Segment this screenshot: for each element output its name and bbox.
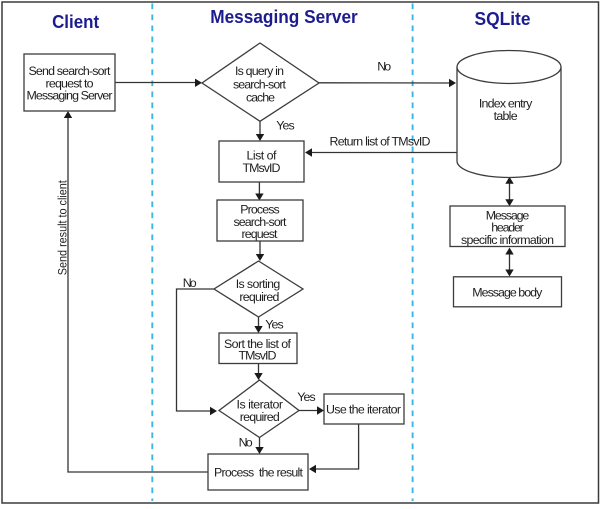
svg-text:Messaging Server: Messaging Server — [27, 89, 113, 103]
svg-text:No: No — [377, 60, 391, 74]
svg-text:required: required — [239, 290, 279, 304]
svg-text:Yes: Yes — [276, 119, 295, 133]
svg-text:Sort the list of: Sort the list of — [224, 337, 292, 351]
svg-text:Message body: Message body — [472, 285, 543, 299]
svg-text:specific information: specific information — [461, 233, 554, 247]
svg-text:cache: cache — [246, 90, 275, 104]
svg-text:Process: Process — [240, 202, 280, 216]
svg-text:search-sort: search-sort — [234, 215, 288, 229]
svg-text:Is query in: Is query in — [235, 64, 284, 78]
svg-text:Send search-sort: Send search-sort — [29, 64, 112, 78]
svg-text:Messaging Server: Messaging Server — [210, 7, 358, 27]
svg-text:No: No — [183, 276, 197, 290]
svg-text:Is sorting: Is sorting — [236, 277, 281, 291]
svg-text:Yes: Yes — [265, 318, 284, 332]
svg-text:Send result to client: Send result to client — [56, 180, 70, 275]
svg-text:header: header — [491, 220, 524, 234]
svg-text:request: request — [242, 227, 279, 241]
svg-text:Process the result: Process the result — [214, 465, 304, 479]
svg-text:Return list of TMsvID: Return list of TMsvID — [330, 135, 431, 149]
svg-text:No: No — [239, 435, 253, 449]
svg-text:Is iterator: Is iterator — [237, 398, 284, 412]
svg-text:search-sort: search-sort — [233, 78, 287, 92]
svg-text:Yes: Yes — [297, 390, 316, 404]
svg-text:required: required — [240, 410, 280, 424]
svg-text:Use the iterator: Use the iterator — [326, 403, 401, 417]
svg-text:TMsvID: TMsvID — [239, 348, 277, 362]
svg-text:Message: Message — [486, 209, 530, 223]
svg-text:SQLite: SQLite — [475, 9, 531, 29]
svg-text:table: table — [494, 109, 518, 123]
svg-text:Client: Client — [52, 12, 99, 32]
svg-text:TMsvID: TMsvID — [243, 161, 281, 175]
svg-text:Index entry: Index entry — [479, 96, 533, 110]
svg-text:request to: request to — [46, 76, 94, 90]
svg-text:List of: List of — [247, 149, 278, 163]
